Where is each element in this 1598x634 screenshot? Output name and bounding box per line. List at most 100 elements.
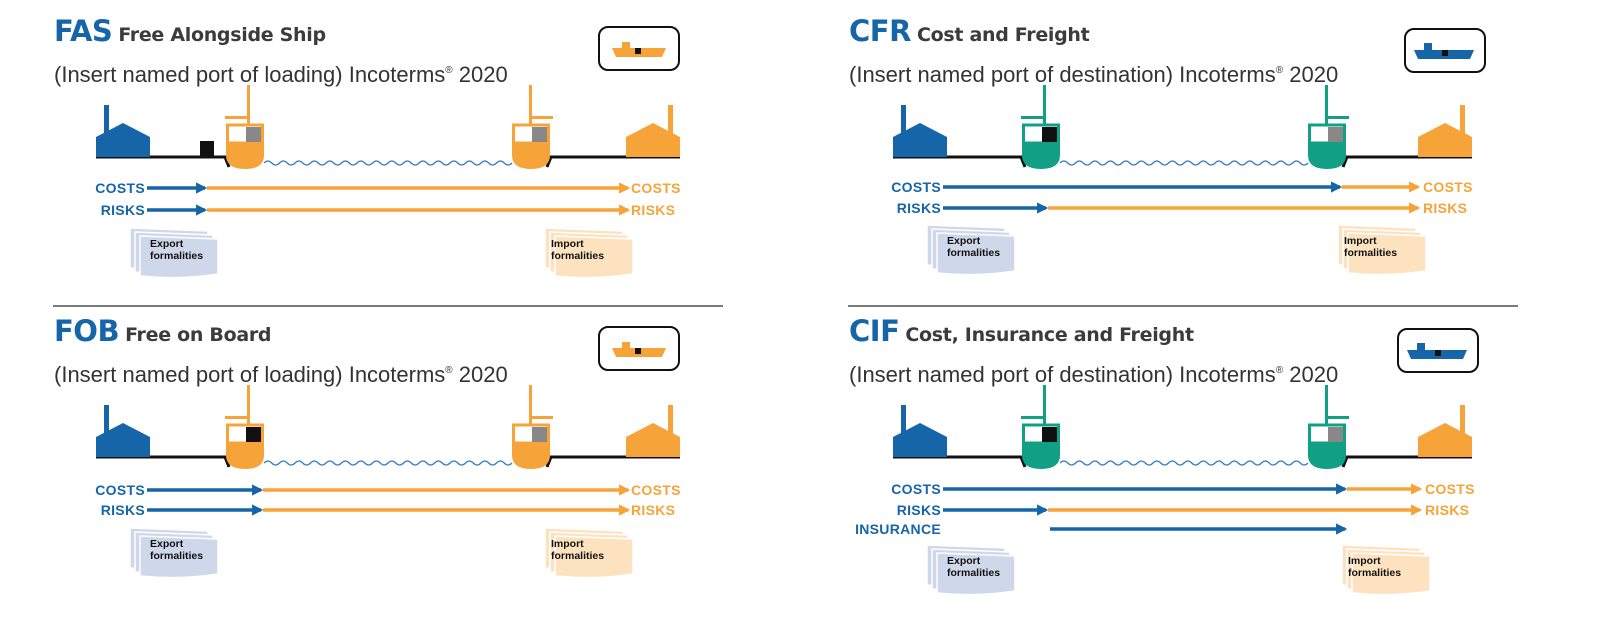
cargo-box — [1328, 427, 1343, 442]
water-waves — [263, 460, 513, 466]
cargo-box — [246, 427, 261, 442]
document-sheet — [554, 535, 634, 579]
chimney-icon — [104, 105, 109, 137]
risks-label-buyer: RISKS — [1423, 200, 1468, 216]
ship-mast — [529, 385, 532, 425]
term-subtitle: (Insert named port of destination) Incot… — [849, 62, 1339, 87]
building-icon — [893, 423, 947, 457]
ship-mast — [247, 385, 250, 425]
ship-icon — [512, 85, 553, 169]
quay-right — [545, 155, 680, 168]
quay-left — [893, 155, 1027, 168]
cargo-box — [532, 427, 547, 442]
term-name: Free Alongside Ship — [118, 24, 326, 46]
ship-icon — [225, 85, 264, 169]
chimney-icon — [901, 405, 906, 437]
risks-label-buyer: RISKS — [631, 202, 676, 218]
ship-mast — [1325, 85, 1328, 125]
export-formalities-doc — [129, 527, 219, 579]
ship-mast — [247, 85, 250, 125]
costs-label-buyer: COSTS — [631, 482, 681, 498]
cargo-box — [532, 127, 547, 142]
building-icon — [1418, 123, 1472, 157]
cargo-box — [1042, 127, 1057, 142]
document-sheet — [936, 232, 1016, 276]
ship-hull — [1308, 143, 1346, 169]
ship-boom — [1021, 416, 1044, 419]
costs-label-buyer: COSTS — [1425, 481, 1475, 497]
document-sheet — [554, 235, 634, 279]
ship-hull — [226, 443, 264, 469]
quay-right — [1341, 155, 1472, 168]
building-icon — [96, 123, 150, 157]
ship-icon — [1021, 85, 1060, 169]
export-formalities-doc — [129, 227, 219, 279]
ship-icon — [612, 342, 666, 357]
ship-icon — [1414, 43, 1474, 59]
term-name: Cost and Freight — [916, 24, 1090, 46]
quay-right — [1341, 455, 1472, 468]
ship-icon — [225, 385, 264, 469]
ship-boom — [1326, 116, 1349, 119]
insurance-label: INSURANCE — [855, 521, 941, 537]
risks-label-seller: RISKS — [100, 502, 145, 518]
term-name: Free on Board — [125, 324, 272, 346]
ship-boom — [225, 116, 248, 119]
ship-icon — [1407, 343, 1467, 359]
transport-mode-badge — [1404, 28, 1486, 73]
ship-icon — [612, 42, 666, 57]
transport-mode-badge — [598, 326, 680, 371]
ship-hull — [1308, 443, 1346, 469]
ship-boom — [225, 416, 248, 419]
document-sheet — [139, 535, 219, 579]
term-subtitle: (Insert named port of loading) Incoterms… — [54, 62, 508, 87]
export-formalities-doc — [926, 544, 1016, 596]
ship-mast — [1325, 385, 1328, 425]
chimney-icon — [901, 105, 906, 137]
water-waves — [263, 160, 513, 166]
chimney-icon — [668, 105, 673, 137]
quay-right — [545, 455, 680, 468]
ship-icon — [512, 385, 553, 469]
ship-boom — [1021, 116, 1044, 119]
document-sheet — [936, 552, 1016, 596]
costs-label-seller: COSTS — [891, 481, 941, 497]
ship-mast — [1043, 385, 1046, 425]
goods-on-quay-icon — [200, 141, 214, 157]
chimney-icon — [104, 405, 109, 437]
ship-boom — [1326, 416, 1349, 419]
document-sheet — [139, 235, 219, 279]
costs-label-seller: COSTS — [95, 180, 145, 196]
risks-label-seller: RISKS — [896, 502, 941, 518]
transport-mode-badge — [598, 26, 680, 71]
import-formalities-doc — [544, 527, 634, 579]
ship-hull — [512, 143, 550, 169]
chimney-icon — [1460, 405, 1465, 437]
ship-hull — [512, 443, 550, 469]
cargo-box — [246, 127, 261, 142]
quay-left — [96, 155, 231, 168]
building-icon — [626, 423, 680, 457]
document-sheet — [1347, 232, 1427, 276]
building-icon — [1418, 423, 1472, 457]
export-formalities-doc — [926, 224, 1016, 276]
import-formalities-doc — [544, 227, 634, 279]
building-icon — [626, 123, 680, 157]
transport-mode-badge — [1397, 328, 1479, 373]
water-waves — [1059, 160, 1309, 166]
term-subtitle: (Insert named port of loading) Incoterms… — [54, 362, 508, 387]
ship-boom — [530, 116, 553, 119]
ship-hull — [1022, 443, 1060, 469]
